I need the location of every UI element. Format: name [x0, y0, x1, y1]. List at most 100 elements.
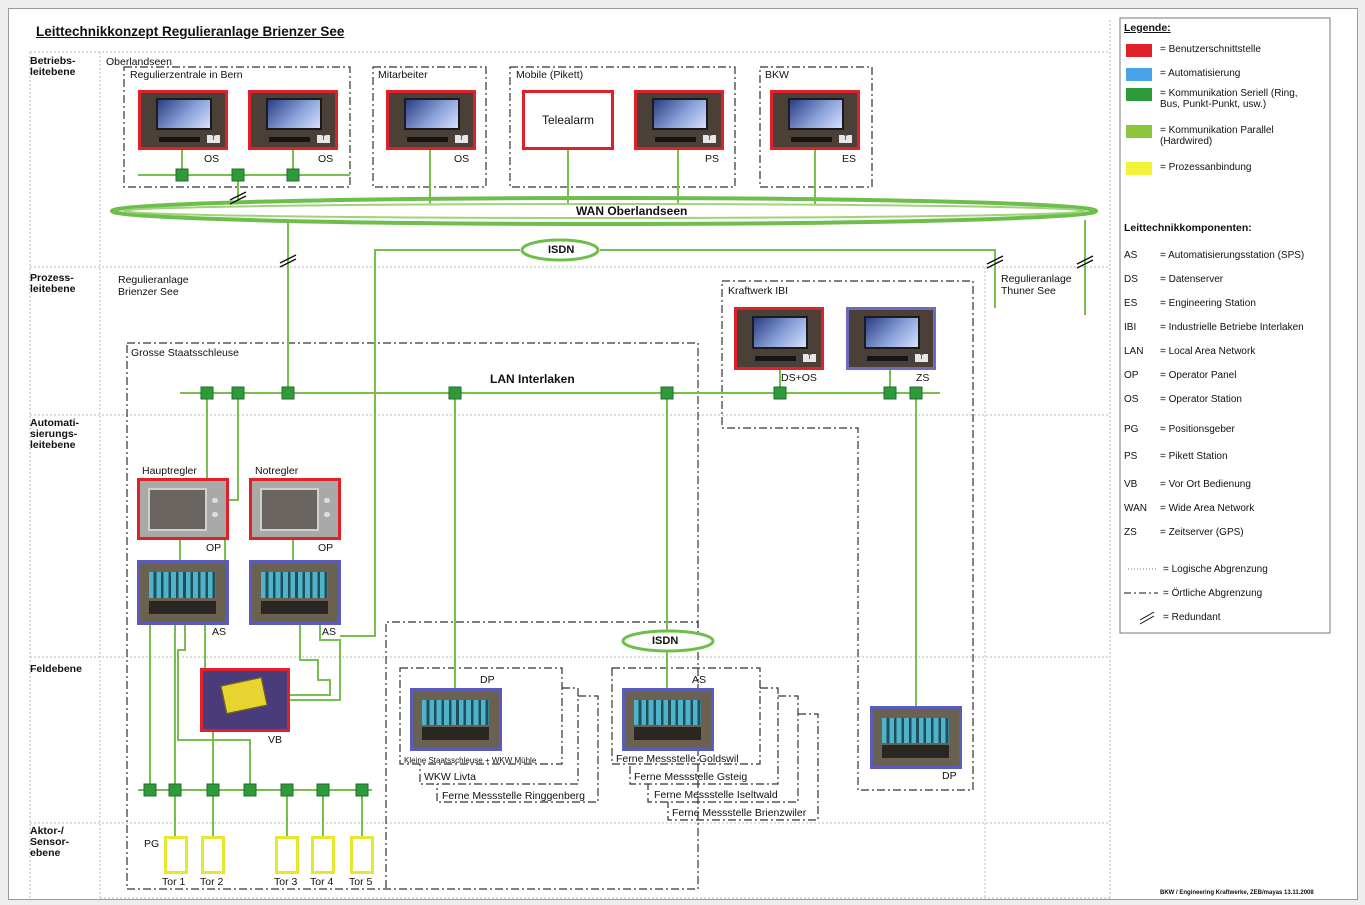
tor-3-label: Tor 3: [274, 876, 298, 888]
abbrev-key-2: ES: [1124, 298, 1138, 309]
diagram-sheet: [8, 8, 1358, 900]
abbrev-key-0: AS: [1124, 250, 1138, 261]
ibi-dp-station: [870, 706, 962, 769]
zs-label: ZS: [916, 372, 930, 384]
os2-label: OS: [318, 153, 334, 165]
level-prozessleitebene: Prozess- leitebene: [30, 272, 76, 295]
operator-station-1: T: [138, 90, 228, 150]
legend-item-text-3: = Kommunikation Parallel (Hardwired): [1160, 125, 1274, 147]
level-aktor-sensorebene: Aktor-/ Sensor- ebene: [30, 825, 70, 859]
abbrev-value-11: = Zeitserver (GPS): [1160, 527, 1244, 538]
region-regulierzentrale: Regulierzentrale in Bern: [130, 69, 243, 81]
legend-logical-line: = Logische Abgrenzung: [1163, 564, 1268, 575]
abbrev-value-8: = Pikett Station: [1160, 451, 1228, 462]
remote-left-1: Kleine Staatsschleuse + WKW Mühle: [404, 756, 537, 765]
lan-label: LAN Interlaken: [490, 372, 575, 386]
legend-swatch-2: [1126, 88, 1152, 101]
operator-panel-2: [249, 478, 341, 540]
tor-4-label: Tor 4: [310, 876, 334, 888]
abbrev-value-9: = Vor Ort Bedienung: [1160, 479, 1251, 490]
diagram-title: Leittechnikkonzept Regulieranlage Brienz…: [36, 24, 345, 39]
operator-station-3: T: [386, 90, 476, 150]
legend-redundant: = Redundant: [1163, 612, 1221, 623]
footer-credit: BKW / Engineering Kraftwerke, ZEB/mayas …: [1160, 890, 1314, 896]
legend-swatch-0: [1126, 44, 1152, 57]
wan-label: WAN Oberlandseen: [576, 204, 688, 218]
legend-local-line: = Örtliche Abgrenzung: [1163, 588, 1263, 599]
abbrev-key-7: PG: [1124, 424, 1139, 435]
legend-swatch-1: [1126, 68, 1152, 81]
abbrev-value-5: = Operator Panel: [1160, 370, 1237, 381]
abbrev-key-6: OS: [1124, 394, 1139, 405]
remote-left-2: WKW Livta: [424, 771, 476, 783]
legend-item-text-2: = Kommunikation Seriell (Ring, Bus, Punk…: [1160, 88, 1298, 110]
as2-label: AS: [322, 626, 337, 638]
abbrev-key-8: PS: [1124, 451, 1138, 462]
remote-right-2: Ferne Messstelle Gsteig: [634, 771, 748, 783]
sensor-tor-1: [164, 836, 188, 874]
sensor-tor-3: [275, 836, 299, 874]
abbrev-value-7: = Positionsgeber: [1160, 424, 1235, 435]
op2-label: OP: [318, 542, 334, 554]
automation-station-2: [249, 560, 341, 625]
dp-right-label: DP: [942, 770, 957, 782]
telealarm-box: Telealarm: [522, 90, 614, 150]
abbrev-key-3: IBI: [1124, 322, 1137, 333]
vb-label: VB: [268, 734, 283, 746]
region-kraftwerk-ibi: Kraftwerk IBI: [728, 285, 789, 297]
region-mobile: Mobile (Pikett): [516, 69, 584, 81]
as1-label: AS: [212, 626, 227, 638]
abbrev-value-3: = Industrielle Betriebe Interlaken: [1160, 322, 1304, 333]
pg-label: PG: [144, 838, 160, 850]
os1-label: OS: [204, 153, 220, 165]
os3-label: OS: [454, 153, 470, 165]
pikett-station: T: [634, 90, 724, 150]
remote-right-3: Ferne Messstelle Iseltwald: [654, 789, 778, 801]
legend-title: Legende:: [1124, 22, 1171, 34]
region-regulieranlage-thun: Regulieranlage Thuner See: [1001, 273, 1072, 297]
legend-item-text-0: = Benutzerschnittstelle: [1160, 44, 1261, 55]
abbrev-value-6: = Operator Station: [1160, 394, 1242, 405]
sensor-tor-4: [311, 836, 335, 874]
es-label: ES: [842, 153, 857, 165]
remote-as-station: [622, 688, 714, 751]
engineering-station: T: [770, 90, 860, 150]
abbrev-key-9: VB: [1124, 479, 1138, 490]
level-betriebsleitebene: Betriebs- leitebene: [30, 55, 76, 78]
operator-panel-1: [137, 478, 229, 540]
vb-handheld-icon: [220, 677, 268, 715]
abbrev-key-11: ZS: [1124, 527, 1137, 538]
isdn-top-label: ISDN: [548, 244, 575, 256]
remote-right-4: Ferne Messstelle Brienzwiler: [672, 807, 807, 819]
ps-label: PS: [705, 153, 720, 165]
vor-ort-bedienung: [200, 668, 290, 732]
abbrev-value-1: = Datenserver: [1160, 274, 1224, 285]
operator-station-2: T: [248, 90, 338, 150]
abbrev-key-5: OP: [1124, 370, 1139, 381]
legend-swatch-4: [1126, 162, 1152, 175]
abbrev-value-2: = Engineering Station: [1160, 298, 1256, 309]
remote-right-1: Ferne Messstelle Goldswil: [616, 753, 739, 765]
sensor-tor-2: [201, 836, 225, 874]
remote-dp-station: [410, 688, 502, 751]
abbrev-key-4: LAN: [1124, 346, 1144, 357]
automation-station-1: [137, 560, 229, 625]
abbrev-value-0: = Automatisierungsstation (SPS): [1160, 250, 1305, 261]
dp-small-label: DP: [480, 674, 495, 686]
legend-item-text-1: = Automatisierung: [1160, 68, 1241, 79]
op1-label: OP: [206, 542, 222, 554]
telealarm-label: Telealarm: [541, 113, 595, 127]
level-feldebene: Feldebene: [30, 663, 82, 675]
tor-1-label: Tor 1: [162, 876, 186, 888]
isdn-bottom-label: ISDN: [652, 635, 679, 647]
components-title: Leittechnikkomponenten:: [1124, 222, 1252, 234]
zeitserver: T: [846, 307, 936, 370]
as-remote-label: AS: [692, 674, 707, 686]
region-grosse-staatsschleuse: Grosse Staatsschleuse: [131, 347, 239, 359]
notregler-label: Notregler: [255, 465, 299, 477]
region-oberlandseen: Oberlandseen: [106, 56, 172, 68]
level-automatisierungsleitebene: Automati- sierungs- leitebene: [30, 417, 79, 451]
region-mitarbeiter: Mitarbeiter: [378, 69, 428, 81]
abbrev-value-10: = Wide Area Network: [1160, 503, 1255, 514]
